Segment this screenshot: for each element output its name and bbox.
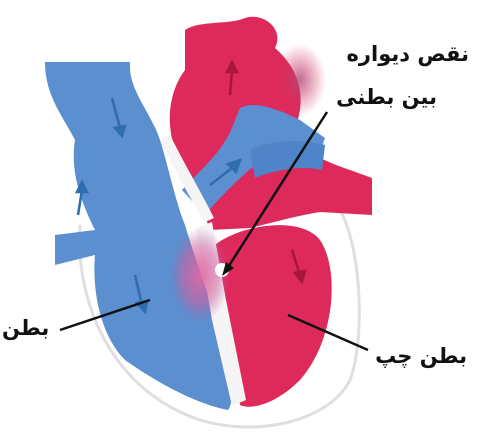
vsd-label-line-1: نقص ديواره bbox=[347, 44, 469, 65]
vsd-label-line-2: بين بطنى bbox=[336, 87, 437, 108]
left-ventricle-label: بطن چپ bbox=[375, 346, 467, 367]
aorta-shading bbox=[274, 44, 326, 116]
right-ventricle-label: بطن bbox=[2, 318, 49, 339]
